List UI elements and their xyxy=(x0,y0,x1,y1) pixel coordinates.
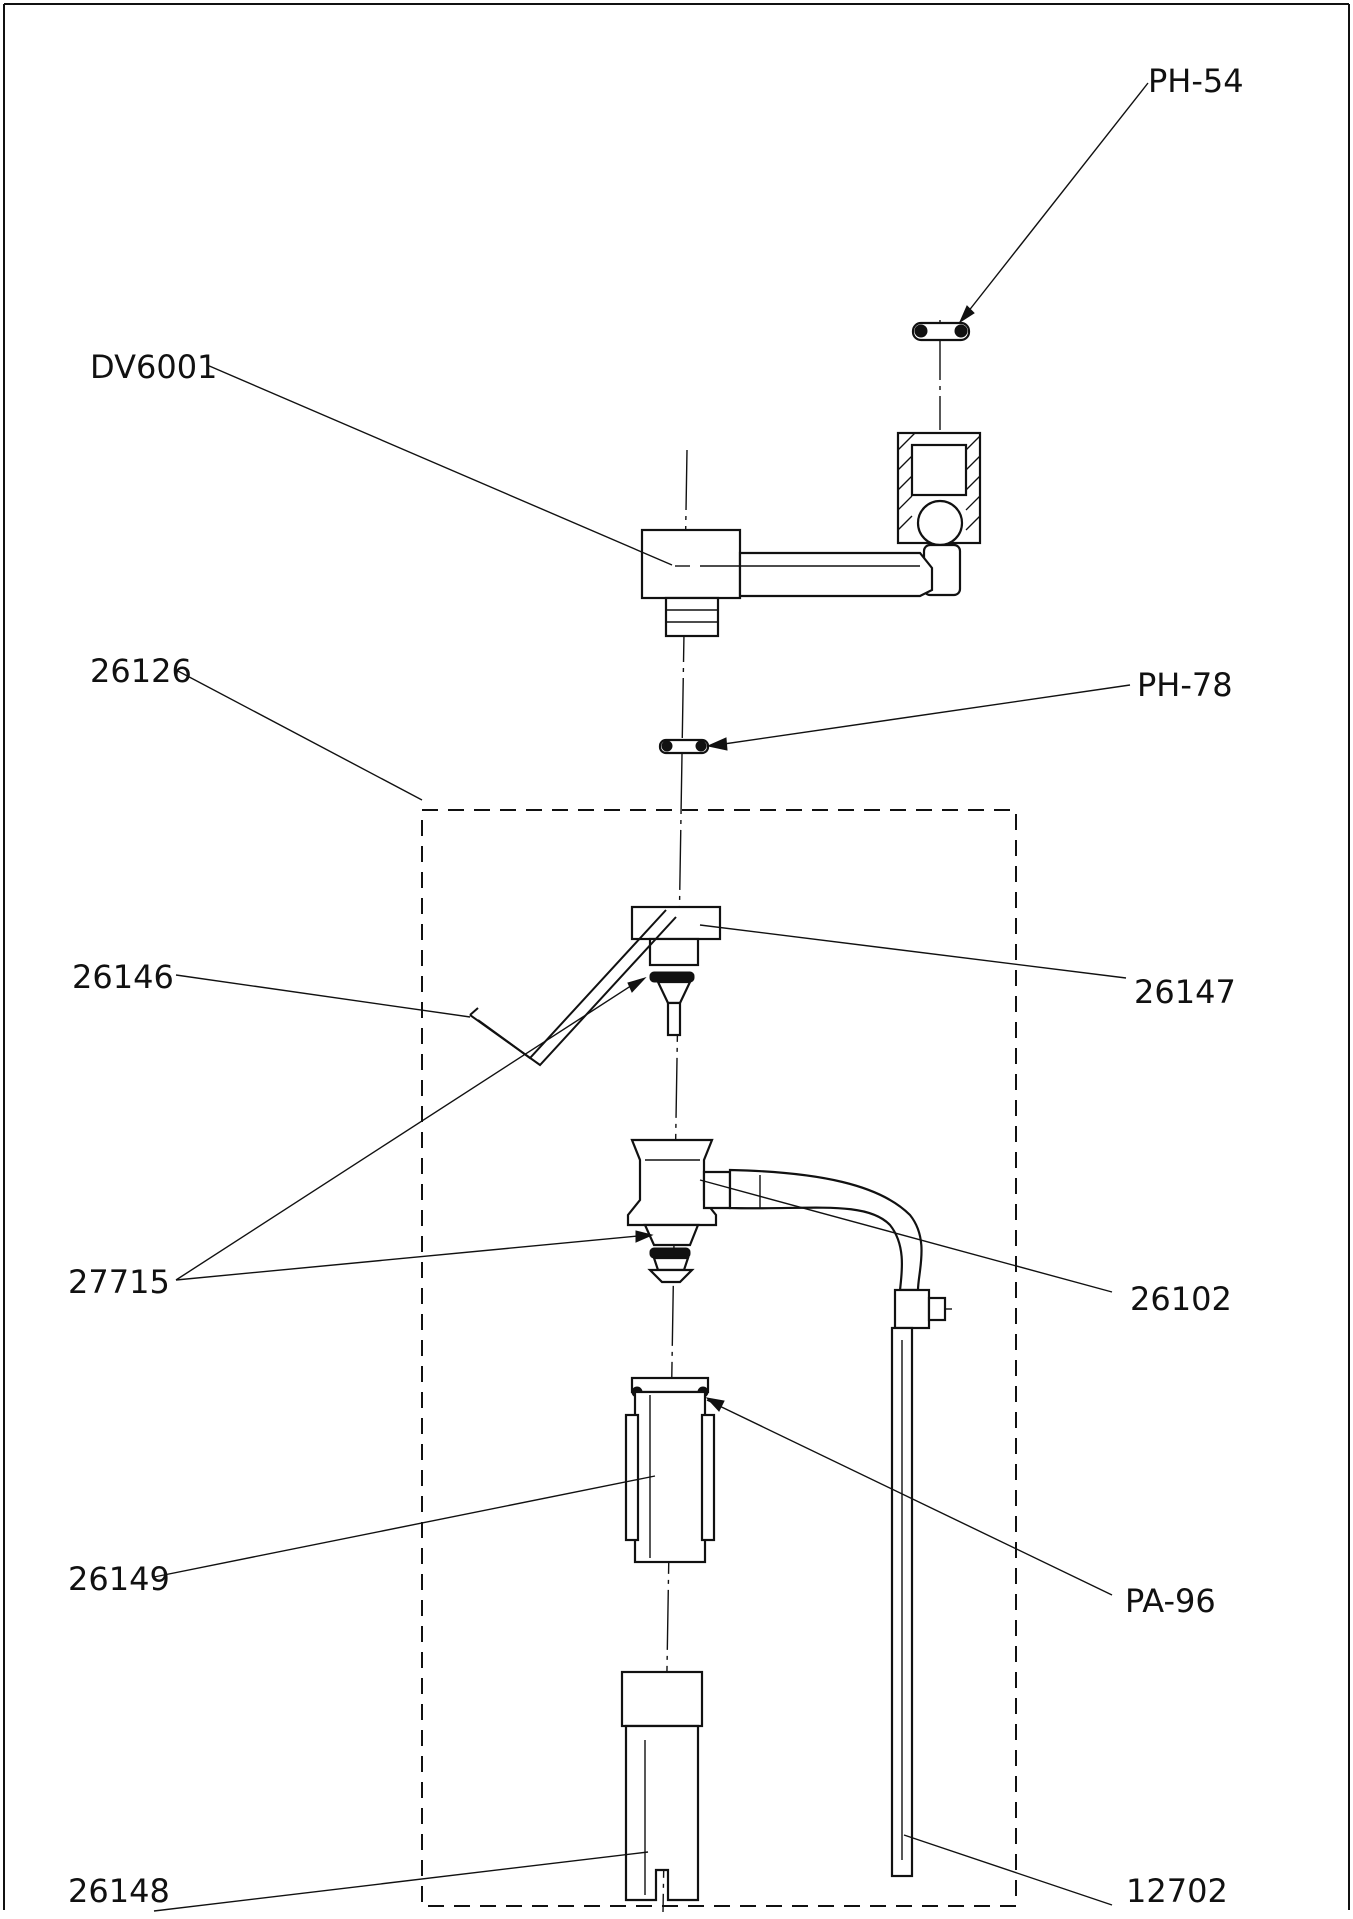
part-26147-cap xyxy=(630,905,722,1037)
leader-lines xyxy=(153,82,1149,1912)
part-26146-wire xyxy=(469,909,677,1067)
part-12702-tube xyxy=(890,1326,914,1878)
label-12702: 12702 xyxy=(1126,1872,1228,1910)
assembly-kit-boundary xyxy=(421,809,1017,1907)
part-ph78-oring xyxy=(658,738,710,755)
label-26146: 26146 xyxy=(72,958,174,996)
part-dv6001 xyxy=(640,528,934,638)
part-26102-body xyxy=(626,1138,923,1292)
label-ph54: PH-54 xyxy=(1148,62,1244,100)
part-26148-base xyxy=(620,1670,704,1902)
part-26149-sleeve xyxy=(624,1376,716,1564)
label-26126: 26126 xyxy=(90,652,192,690)
label-dv6001: DV6001 xyxy=(90,348,217,386)
label-26148: 26148 xyxy=(68,1872,170,1910)
outer-frame xyxy=(3,3,1350,1910)
label-26149: 26149 xyxy=(68,1560,170,1598)
label-26147: 26147 xyxy=(1134,973,1236,1011)
part-ph54-oring xyxy=(911,321,971,342)
label-26102: 26102 xyxy=(1130,1280,1232,1318)
part-swivel-nut xyxy=(896,431,982,597)
label-27715: 27715 xyxy=(68,1263,170,1301)
label-ph78: PH-78 xyxy=(1137,666,1233,704)
part-tube-clamp xyxy=(893,1288,952,1330)
label-pa96: PA-96 xyxy=(1125,1582,1216,1620)
